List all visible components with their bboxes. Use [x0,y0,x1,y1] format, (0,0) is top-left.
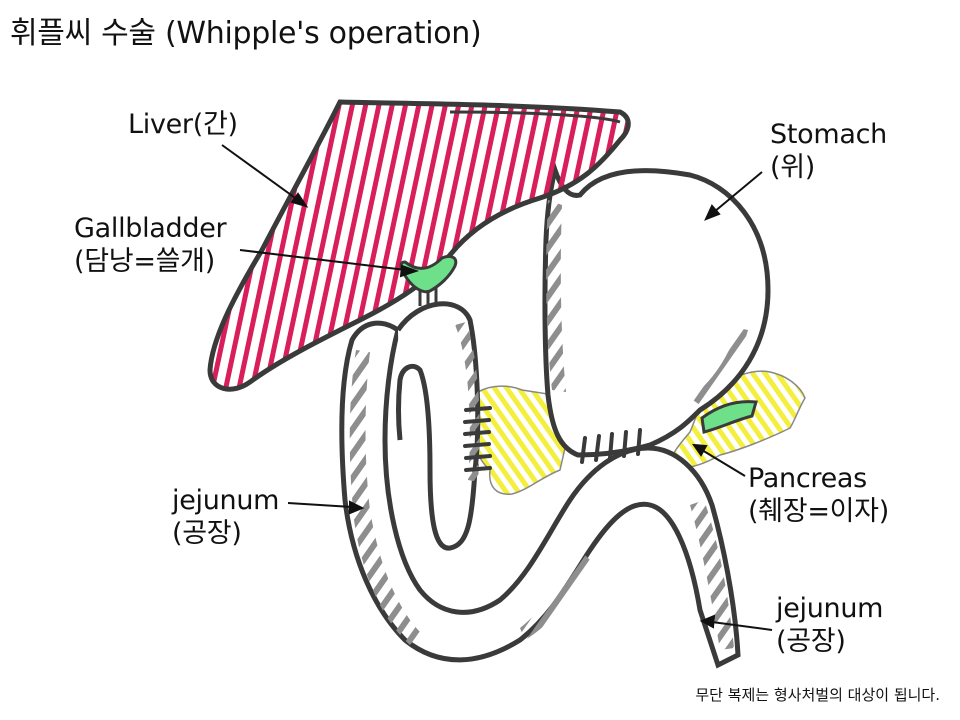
label-stomach-line2: (위) [770,152,816,183]
arrow-pancreas [691,443,746,477]
label-jejunum-left-line2: (공장) [172,518,242,549]
label-jejunum-right: jejunum (공장) [776,592,883,658]
arrow-liver [221,144,309,208]
label-liver-text: Liver(간) [128,109,238,140]
label-gallbladder: Gallbladder (담낭=쓸개) [74,212,227,278]
label-gallbladder-line2: (담낭=쓸개) [74,246,215,277]
label-jejunum-right-line1: jejunum [776,593,884,624]
label-stomach-line1: Stomach [770,119,887,150]
jejunum [339,301,741,669]
page-title: 휘플씨 수술 (Whipple's operation) [10,16,482,51]
label-pancreas: Pancreas (췌장=이자) [748,462,889,528]
label-jejunum-left: jejunum (공장) [172,484,279,550]
stitch-marks [463,406,642,472]
stomach [542,161,771,458]
arrow-jejunum-right [699,614,773,631]
label-pancreas-line1: Pancreas [748,463,867,494]
label-liver: Liver(간) [128,108,238,141]
copyright-notice: 무단 복제는 형사처벌의 대상이 됩니다. [695,686,940,704]
label-gallbladder-line1: Gallbladder [74,213,227,244]
arrow-jejunum-left [287,500,365,515]
label-jejunum-left-line1: jejunum [172,485,280,516]
arrow-gallbladder [239,249,420,278]
arrow-stomach [704,171,763,221]
label-jejunum-right-line2: (공장) [776,626,846,657]
label-pancreas-line2: (췌장=이자) [748,496,889,527]
label-stomach: Stomach (위) [770,118,887,184]
